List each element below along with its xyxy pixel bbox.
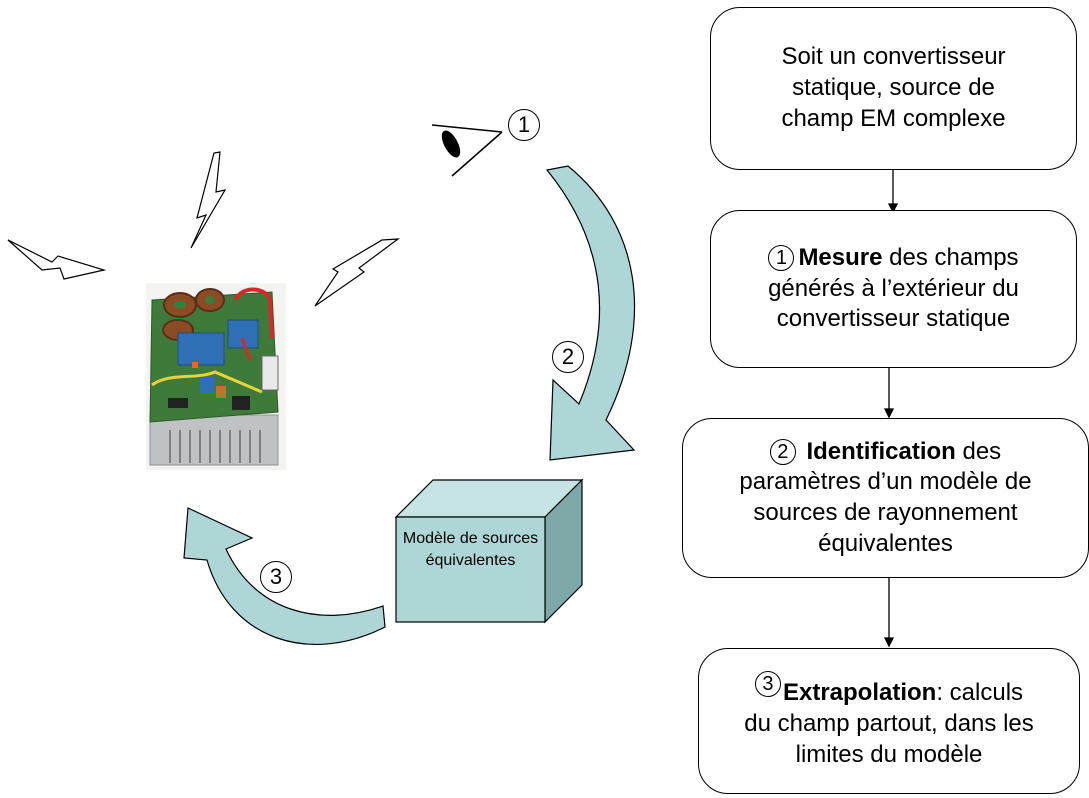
- step-2-badge: 2: [769, 438, 796, 465]
- flow-box-identification: 2 Identification des paramètres d’un mod…: [682, 418, 1089, 578]
- step-3-marker: 3: [260, 561, 292, 593]
- flow-box-identification-content: 2 Identification des paramètres d’un mod…: [716, 437, 1056, 560]
- step-1-marker: 1: [508, 109, 540, 141]
- identification-text-a: des: [955, 437, 1002, 465]
- cube-label: Modèle de sources équivalentes: [402, 530, 539, 569]
- lightning-bolt-icon: [314, 238, 400, 307]
- power-converter-board-icon: [146, 283, 286, 470]
- flow-box-converter: Soit un convertisseur statique, source d…: [710, 7, 1077, 170]
- flow-box-converter-text: Soit un convertisseur statique, source d…: [781, 43, 1006, 132]
- measurement-keyword: Mesure: [798, 243, 883, 271]
- identification-text-b: paramètres d’un modèle de sources de ray…: [739, 468, 1032, 557]
- curved-arrow-measure-to-model: [545, 165, 636, 461]
- extrapolation-text-b: du champ partout, dans les limites du mo…: [744, 710, 1034, 768]
- step-2-marker: 2: [552, 341, 584, 373]
- extrapolation-keyword: Extrapolation: [782, 679, 937, 707]
- eye-icon: [431, 124, 503, 177]
- identification-keyword: Identification: [806, 437, 956, 465]
- lightning-bolt-icon: [7, 239, 107, 280]
- lightning-bolt-icon: [190, 151, 227, 249]
- flow-connectors: [883, 170, 899, 648]
- step-1-badge: 1: [768, 244, 795, 271]
- measurement-text-b: générés à l’extérieur du convertisseur s…: [768, 274, 1019, 333]
- step-3-badge: 3: [754, 671, 781, 698]
- extrapolation-text-a: : calculs: [936, 679, 1024, 707]
- equivalent-sources-cube: [394, 478, 584, 624]
- measurement-text-a: des champs: [882, 243, 1019, 271]
- curved-arrow-model-to-board: [183, 507, 386, 646]
